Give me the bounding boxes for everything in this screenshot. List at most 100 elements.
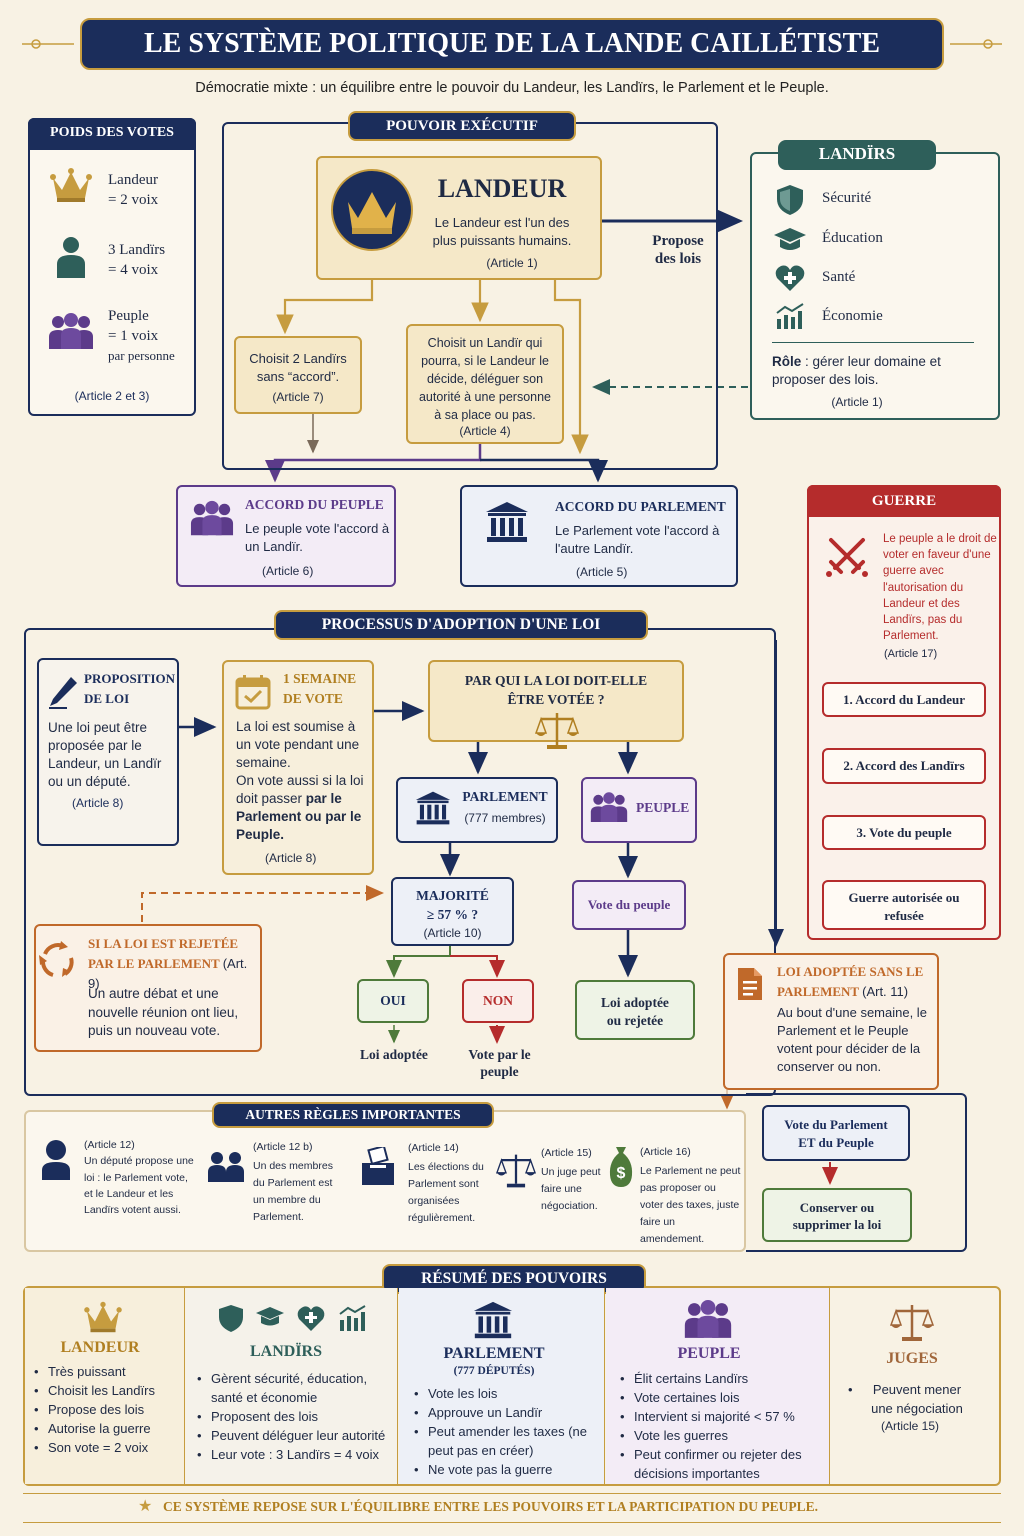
peuple-title: PEUPLE xyxy=(636,800,690,815)
propose-line1: Propose xyxy=(652,233,704,249)
list-item: Autorise la guerre xyxy=(34,1419,182,1438)
crown-medallion-icon xyxy=(330,168,414,252)
people-group-icon xyxy=(590,792,628,824)
oui-box: OUI xyxy=(357,979,429,1023)
page-subtitle: Démocratie mixte : un équilibre entre le… xyxy=(195,80,829,96)
star-icon: ★ xyxy=(138,1498,153,1515)
parlement-title: PARLEMENT xyxy=(462,789,548,804)
calendar-check-icon xyxy=(235,674,271,710)
list-item: Peuvent mener une négociation xyxy=(848,1380,972,1418)
adoptee-rejetee-box: Loi adoptée ou rejetée xyxy=(575,980,695,1040)
loi-sans-title: LOI ADOPTÉE SANS LE PARLEMENT (Art. 11) xyxy=(777,962,937,1002)
people-group-icon xyxy=(190,499,234,539)
scales-icon xyxy=(496,1152,536,1190)
pen-icon xyxy=(47,675,79,709)
list-item: Gèrent sécurité, éducation, santé et éco… xyxy=(197,1369,393,1407)
guerre-step-4: Guerre autorisée ou refusée xyxy=(822,880,986,930)
people-group-icon xyxy=(48,313,94,351)
list-item: Choisit les Landïrs xyxy=(34,1381,182,1400)
choose-two-landirs-box: Choisit 2 Landïrs sans “accord”. (Articl… xyxy=(234,336,362,414)
resume-landeur-list: Très puissant Choisit les Landïrs Propos… xyxy=(34,1362,182,1457)
proposition-box xyxy=(37,658,179,846)
list-item: Proposent des lois xyxy=(197,1407,393,1426)
qui-vote-title: PAR QUI LA LOI DOIT-ELLE ÊTRE VOTÉE ? xyxy=(464,673,648,707)
landirs-role: Rôle : gérer leur domaine et proposer de… xyxy=(772,353,982,389)
votes-peuple-label: Peuple xyxy=(108,308,149,324)
economy-chart-icon xyxy=(775,303,805,331)
shield-icon xyxy=(776,184,804,216)
resume-parlement-title: PARLEMENT xyxy=(443,1345,545,1362)
title-banner: LE SYSTÈME POLITIQUE DE LA LANDE CAILLÉT… xyxy=(80,18,944,70)
proposition-article: (Article 8) xyxy=(72,796,124,810)
landeur-article: (Article 1) xyxy=(486,256,538,270)
votes-panel xyxy=(28,118,196,416)
resume-peuple-list: Élit certains Landïrs Vote certaines loi… xyxy=(620,1369,826,1483)
rejetee-title: SI LA LOI EST REJETÉE PAR LE PARLEMENT (… xyxy=(88,934,260,994)
crown-icon xyxy=(82,1300,124,1334)
footer-text: CE SYSTÈME REPOSE SUR L'ÉQUILIBRE ENTRE … xyxy=(163,1499,819,1514)
list-item: Approuve un Landïr xyxy=(414,1403,600,1422)
landirs-divider xyxy=(772,342,974,343)
list-item: Intervient si majorité < 57 % xyxy=(620,1407,826,1426)
list-item: Son vote = 2 voix xyxy=(34,1438,182,1457)
scales-icon xyxy=(535,711,579,751)
propose-lois-label: Propose des lois xyxy=(636,232,720,268)
list-item: Vote certaines lois xyxy=(620,1388,826,1407)
accord-parlement-title: ACCORD DU PARLEMENT xyxy=(555,499,726,514)
resume-juges-article: (Article 15) xyxy=(880,1419,939,1433)
accord-parlement-box xyxy=(460,485,738,587)
choose-one-landir-box: Choisit un Landïr qui pourra, si le Land… xyxy=(406,324,564,444)
accord-peuple-article: (Article 6) xyxy=(262,564,314,578)
majorite-line1: MAJORITÉ xyxy=(416,888,489,903)
accord-peuple-title: ACCORD DU PEUPLE xyxy=(245,497,384,512)
list-item: Leur vote : 3 Landïrs = 4 voix xyxy=(197,1445,393,1464)
rejetee-article: (Art. 9) xyxy=(88,956,248,991)
document-icon xyxy=(736,967,764,1001)
autres-right-frame xyxy=(746,1093,967,1252)
rule-16: (Article 16) Le Parlement ne peut pas pr… xyxy=(640,1144,742,1248)
list-item: Peuvent déléguer leur autorité xyxy=(197,1426,393,1445)
landir-person-icon xyxy=(52,236,90,280)
role-text: : gérer leur domaine et proposer des loi… xyxy=(772,354,941,387)
majorite-box: MAJORITÉ ≥ 57 % ? (Article 10) xyxy=(391,877,514,946)
semaine-description: La loi est soumise à un vote pendant une… xyxy=(236,718,370,844)
rule-14-article: (Article 14) xyxy=(408,1142,459,1154)
vote-par-peuple-label: Vote par le peuple xyxy=(468,1047,531,1079)
scales-icon xyxy=(890,1303,934,1343)
votes-header: POIDS DES VOTES xyxy=(28,118,196,150)
landir-domain-education: Éducation xyxy=(822,230,883,246)
choose-one-article: (Article 4) xyxy=(459,424,511,438)
semaine-box xyxy=(222,660,374,875)
list-item: Peut amender les taxes (ne peut pas en c… xyxy=(414,1422,600,1460)
proposition-title: PROPOSITION DE LOI xyxy=(84,671,176,706)
rule-14-text: Les élections du Parlement sont organisé… xyxy=(408,1161,484,1225)
rule-12b-text: Un des membres du Parlement est un membr… xyxy=(253,1160,333,1224)
resume-parlement-sub: (777 DÉPUTÉS) xyxy=(453,1365,535,1377)
crown-icon xyxy=(50,166,92,204)
guerre-step-2: 2. Accord des Landïrs xyxy=(822,748,986,784)
rule-16-article: (Article 16) xyxy=(640,1146,691,1158)
rejetee-title-text: SI LA LOI EST REJETÉE PAR LE PARLEMENT xyxy=(88,936,239,971)
vote-du-peuple-box: Vote du peuple xyxy=(572,880,686,930)
list-item: Propose des lois xyxy=(34,1400,182,1419)
rule-15-text: Un juge peut faire une négociation. xyxy=(541,1166,601,1213)
votes-landeur-value: = 2 voix xyxy=(108,192,159,208)
resume-juges-list: Peuvent mener une négociation xyxy=(848,1380,972,1418)
parliament-building-icon xyxy=(414,790,452,826)
parlement-sub: (777 membres) xyxy=(464,811,546,825)
landir-domain-securite: Sécurité xyxy=(822,190,872,206)
landeur-description: Le Landeur est l'un des plus puissants h… xyxy=(432,215,572,248)
guerre-step-3: 3. Vote du peuple xyxy=(822,815,986,850)
rule-12b-article: (Article 12 b) xyxy=(253,1141,313,1153)
svg-text:$: $ xyxy=(617,1165,626,1182)
role-label: Rôle xyxy=(772,354,802,369)
rule-15-article: (Article 15) xyxy=(541,1147,592,1159)
processus-header: PROCESSUS D'ADOPTION D'UNE LOI xyxy=(274,610,648,640)
executif-header: POUVOIR EXÉCUTIF xyxy=(348,111,576,141)
list-item: Très puissant xyxy=(34,1362,182,1381)
peuple-box xyxy=(581,777,697,843)
loi-sans-desc: Au bout d'une semaine, le Parlement et l… xyxy=(777,1005,927,1074)
semaine-desc-bold: par le Parlement ou par le Peuple. xyxy=(236,791,362,842)
list-item: Ne vote pas la guerre xyxy=(414,1460,600,1479)
page-title: LE SYSTÈME POLITIQUE DE LA LANDE CAILLÉT… xyxy=(144,28,880,59)
